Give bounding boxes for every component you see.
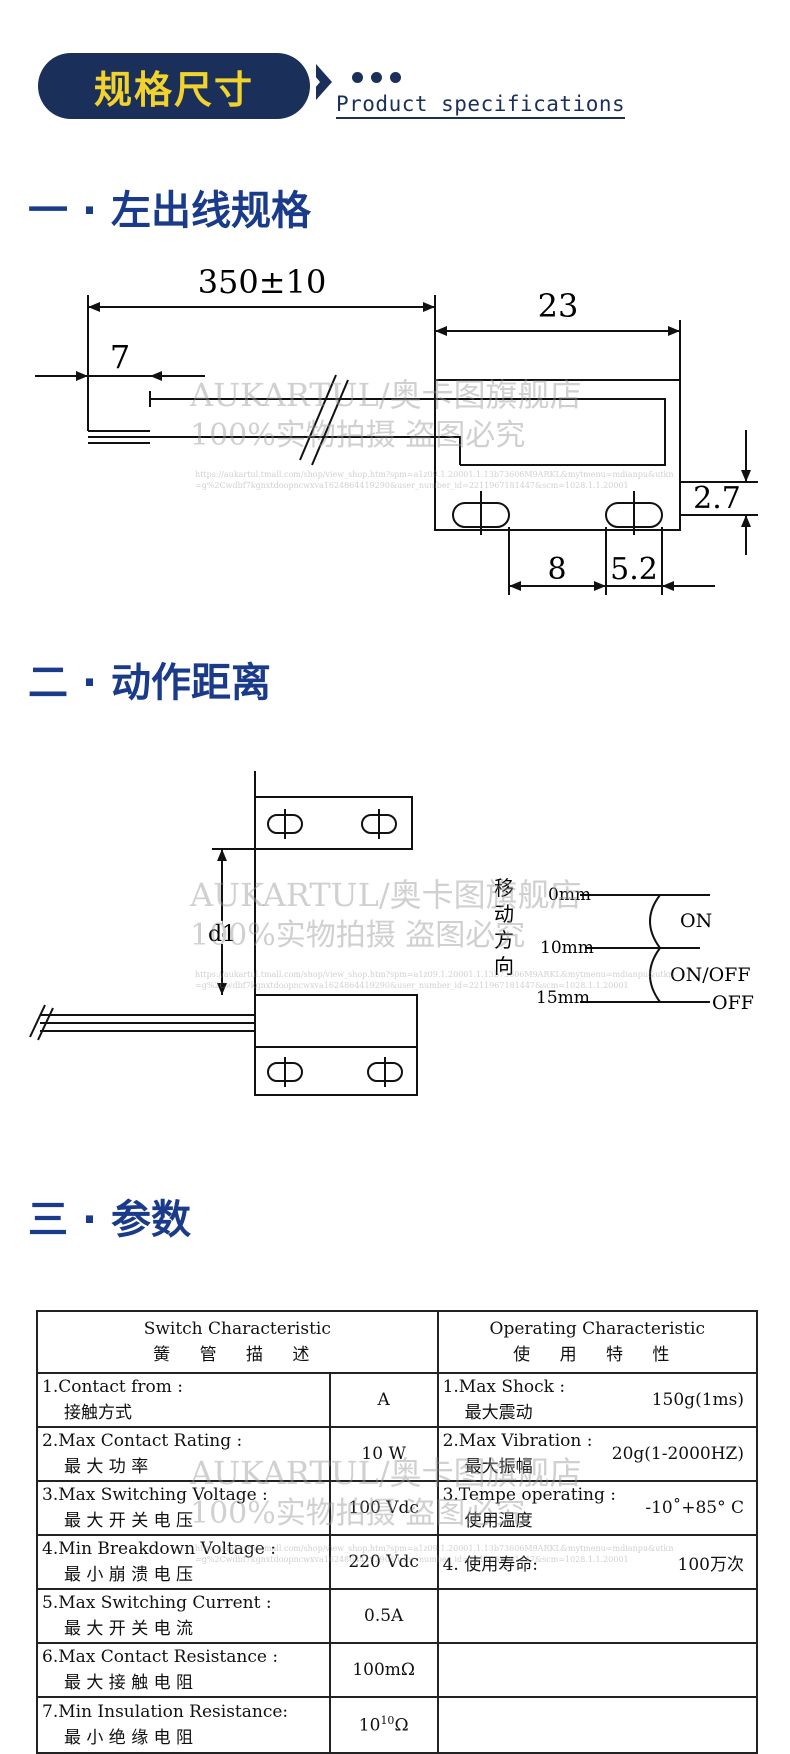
table-row: 7.Min Insulation Resistance:最 小 绝 缘 电 阻 … (36, 1696, 759, 1754)
section-title-1: 一 · 左出线规格 (28, 188, 312, 234)
table-row: 5.Max Switching Current :最 大 开 关 电 流 0.5… (36, 1588, 759, 1644)
header-badge-text: 规格尺寸 (93, 66, 254, 112)
d1-label: d1 (208, 922, 236, 947)
action-distance-drawing: d1 移 动 方 向 0mm 10mm 15mm ON ON/OFF OFF (29, 771, 754, 1096)
header-badge: 规格尺寸 (38, 53, 310, 119)
switch-body (434, 379, 681, 531)
dim-height-label: 2.7 (693, 481, 741, 516)
reed-switch-block (254, 994, 418, 1096)
state-onoff-label: ON/OFF (670, 964, 751, 986)
table-row: 2.Max Contact Rating :最 大 功 率 10 W 2.Max… (36, 1426, 759, 1482)
direction-char-3: 方 (494, 928, 514, 952)
dist-0-label: 0mm (548, 885, 591, 905)
magnet-block (254, 796, 413, 850)
state-on-label: ON (680, 910, 712, 932)
direction-char-2: 动 (494, 902, 514, 926)
table-header-right: Operating Characteristic 使 用 特 性 (436, 1310, 759, 1374)
section-title-3: 三 · 参数 (28, 1197, 192, 1243)
chevron-right-icon (310, 64, 332, 100)
dim-width-label: 23 (538, 287, 579, 325)
table-row: 3.Max Switching Voltage :最 大 开 关 电 压 100… (36, 1480, 759, 1536)
dimension-drawing: 350±10 23 7 2.7 8 5.2 (35, 263, 758, 595)
section-title-2: 二 · 动作距离 (28, 660, 272, 706)
table-row: 6.Max Contact Resistance :最 大 接 触 电 阻 10… (36, 1642, 759, 1698)
dim-hole-width-label: 5.2 (610, 552, 658, 587)
header-subtitle: Product specifications (336, 92, 626, 119)
state-off-label: OFF (712, 992, 754, 1014)
dim-length-label: 350±10 (198, 263, 327, 301)
spec-table: Switch Characteristic 簧 管 描 述 Operating … (36, 1310, 759, 1754)
direction-char-4: 向 (494, 954, 514, 978)
dim-hole-spacing-label: 8 (547, 552, 566, 587)
dist-10-label: 10mm (540, 938, 594, 958)
table-header-left: Switch Characteristic 簧 管 描 述 (36, 1310, 439, 1374)
direction-char-1: 移 (494, 876, 514, 900)
dist-15-label: 15mm (536, 988, 590, 1008)
dots-icon (352, 72, 401, 83)
dim-lead-label: 7 (110, 338, 130, 376)
table-row: 1.Contact from :接触方式 A 1.Max Shock :最大震动… (36, 1372, 759, 1428)
table-row: 4.Min Breakdown Voltage :最 小 崩 溃 电 压 220… (36, 1534, 759, 1590)
table-header-row: Switch Characteristic 簧 管 描 述 Operating … (36, 1310, 759, 1374)
